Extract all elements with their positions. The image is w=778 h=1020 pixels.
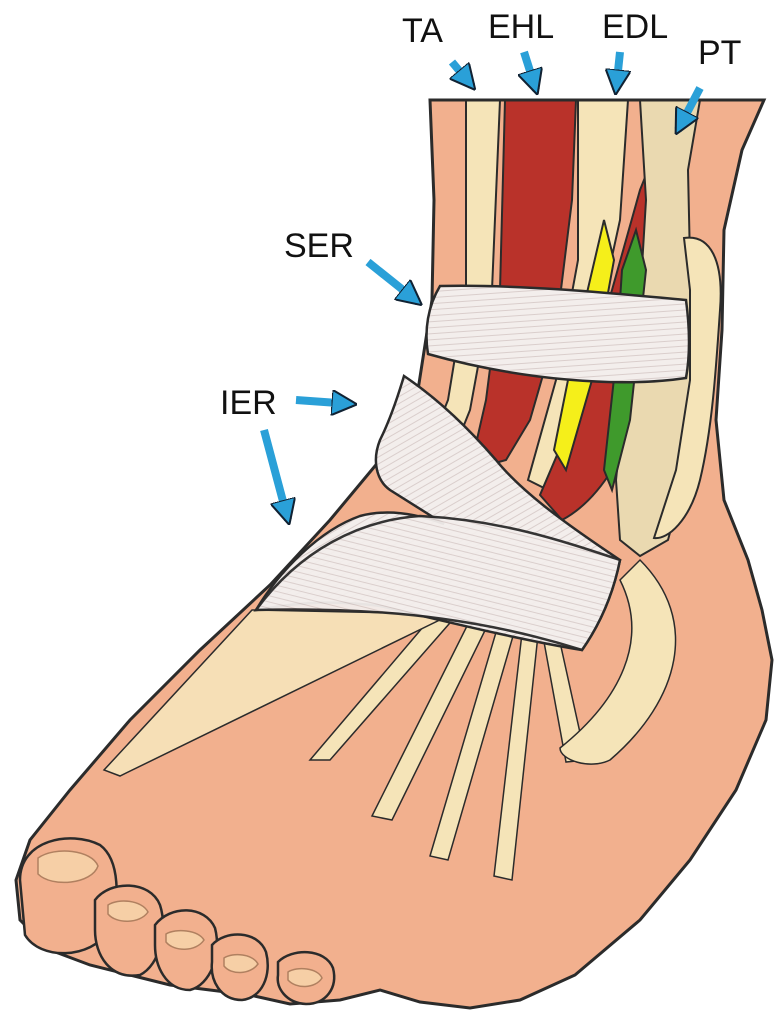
arrow-icon [616,51,620,90]
label-edl: EDL [602,8,669,46]
toe-2 [93,884,165,977]
label-ehl: EHL [488,8,555,46]
arrow-icon [295,400,352,404]
dorsal-tendons [102,558,677,881]
toes [18,837,336,1006]
arrow-icon [524,50,536,90]
label-pt: PT [698,34,742,72]
toenails [37,850,323,988]
superior-extensor-retinaculum [425,284,691,384]
arrow-icon [448,59,472,86]
malleolus [652,236,722,540]
pointer-arrows [260,50,704,520]
label-ta: TA [402,12,443,50]
label-ser: SER [284,227,354,265]
label-ier: IER [220,384,277,422]
arrow-icon [365,258,418,302]
toe-3 [153,909,219,992]
arrow-icon [674,86,704,130]
arrow-icon [260,428,288,520]
inferior-retinaculum-lower-band [253,514,622,652]
